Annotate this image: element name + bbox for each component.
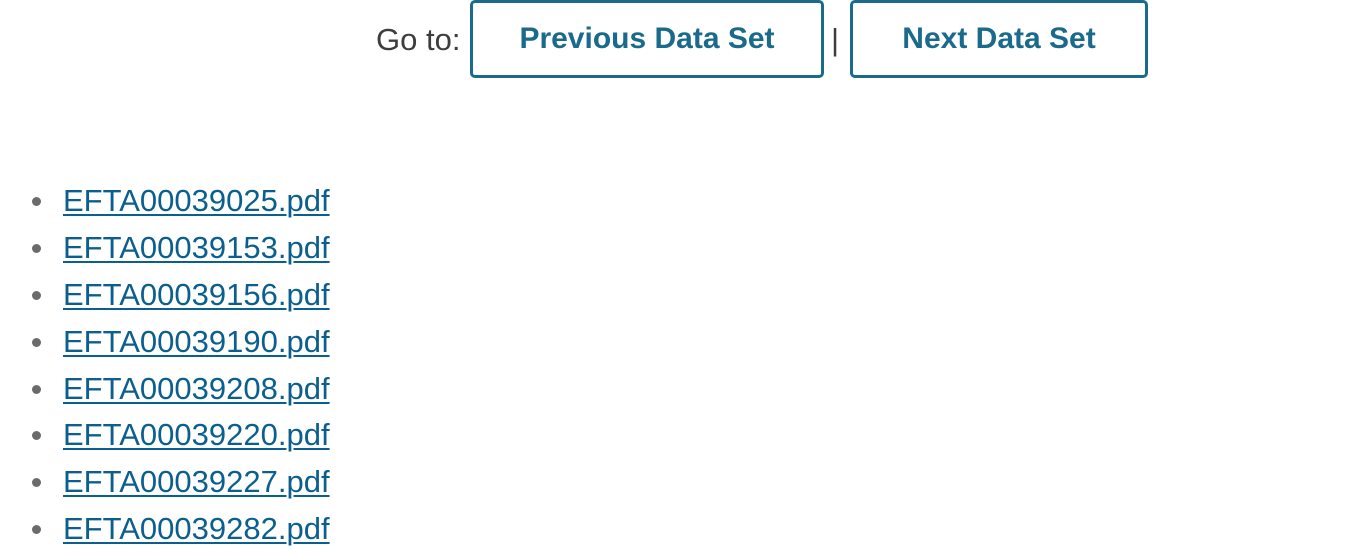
bullet-icon (32, 524, 41, 534)
file-link[interactable]: EFTA00039025.pdf (63, 183, 330, 219)
file-link[interactable]: EFTA00039190.pdf (63, 323, 330, 359)
bullet-icon (32, 431, 41, 441)
file-link[interactable]: EFTA00039282.pdf (63, 510, 330, 546)
bullet-icon (32, 290, 41, 300)
file-link[interactable]: EFTA00039153.pdf (63, 230, 330, 266)
bullet-icon (32, 244, 41, 254)
bullet-icon (32, 337, 41, 347)
bullet-icon (32, 384, 41, 394)
file-link[interactable]: EFTA00039227.pdf (63, 464, 330, 500)
file-link[interactable]: EFTA00039208.pdf (63, 370, 330, 406)
bullet-icon (32, 197, 41, 207)
file-link[interactable]: EFTA00039156.pdf (63, 276, 330, 312)
next-data-set-button[interactable]: Next Data Set (850, 0, 1148, 78)
dataset-navigation: Go to: Previous Data Set | Next Data Set (0, 0, 1364, 84)
goto-label: Go to: (376, 22, 461, 57)
bullet-icon (32, 478, 41, 488)
nav-separator: | (831, 22, 840, 57)
previous-data-set-button[interactable]: Previous Data Set (470, 0, 824, 78)
file-link[interactable]: EFTA00039220.pdf (63, 417, 330, 453)
